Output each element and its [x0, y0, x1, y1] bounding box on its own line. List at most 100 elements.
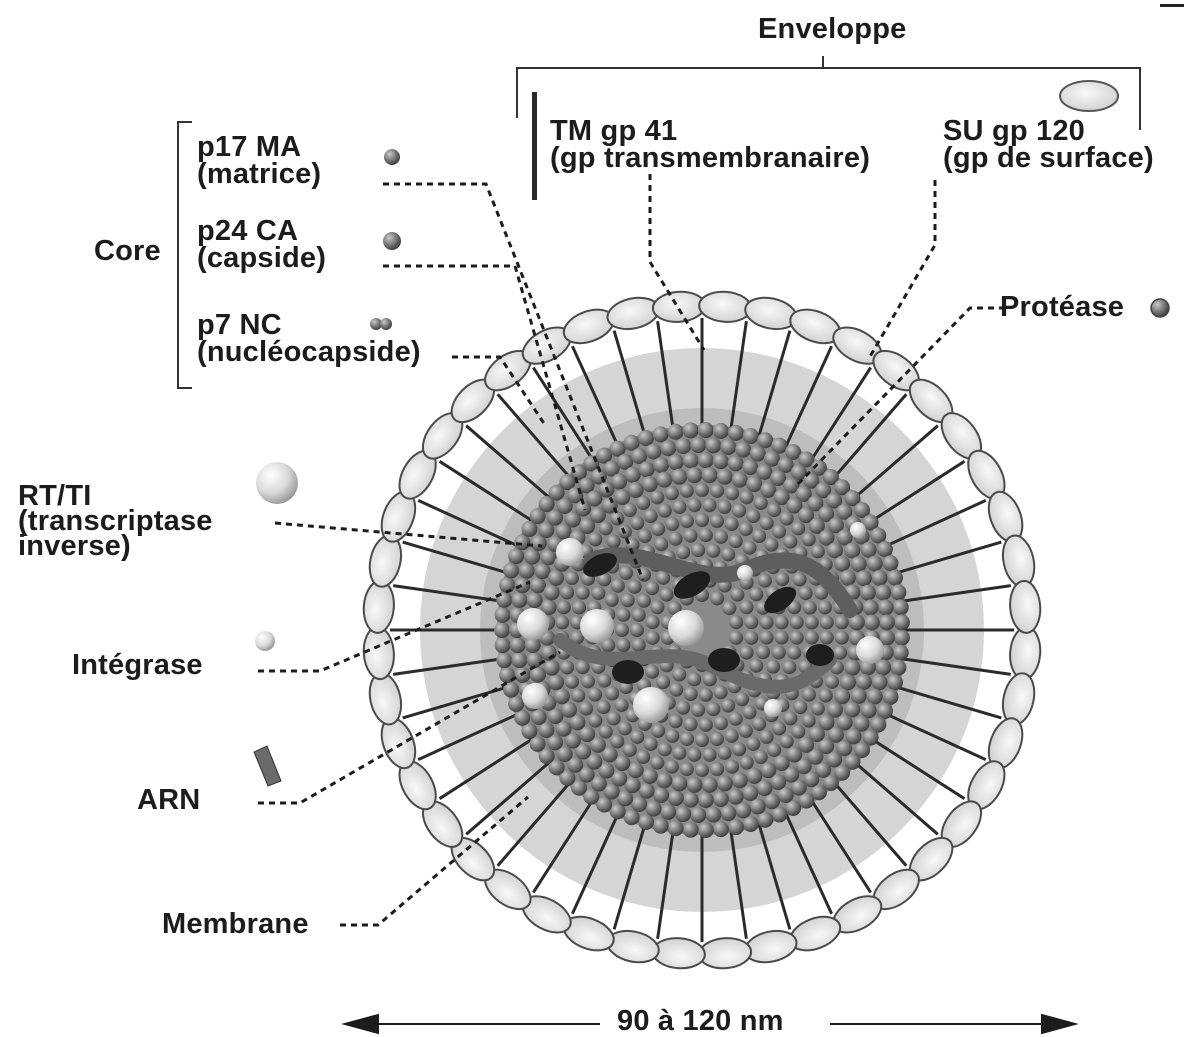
capsid-sphere [548, 570, 564, 586]
capsid-sphere [531, 709, 547, 725]
capsid-sphere [503, 562, 519, 578]
capsid-sphere [820, 615, 834, 629]
capsid-sphere [802, 714, 816, 728]
capsid-sphere [668, 790, 684, 806]
capsid-sphere [683, 792, 699, 808]
label-p17: p17 MA (matrice) [197, 134, 321, 188]
capsid-sphere [887, 570, 903, 586]
capsid-sphere [653, 426, 669, 442]
capsid-sphere [760, 762, 776, 778]
capsid-sphere [510, 637, 526, 653]
capsid-sphere [760, 730, 774, 744]
capsid-sphere [802, 532, 816, 546]
capsid-sphere [811, 702, 825, 716]
capsid-sphere [787, 646, 801, 660]
capsid-sphere [653, 457, 669, 473]
capsid-sphere [791, 725, 805, 739]
enzyme-sphere [633, 687, 669, 723]
capsid-sphere [591, 586, 605, 600]
capsid-sphere [686, 467, 702, 483]
capsid-sphere [819, 689, 833, 703]
capsid-sphere [632, 608, 646, 622]
label-arn-text: ARN [137, 787, 200, 814]
label-integrase: Intégrase [72, 652, 203, 679]
label-membrane-text: Membrane [162, 911, 309, 938]
capsid-sphere [638, 814, 654, 830]
label-p24-line1: p24 CA [197, 218, 326, 245]
integrase-icon [255, 631, 275, 651]
capsid-sphere [699, 528, 713, 542]
capsid-sphere [729, 631, 743, 645]
capsid-sphere [856, 674, 872, 690]
label-su-line1: SU gp 120 [943, 118, 1154, 145]
capsid-sphere [656, 772, 672, 788]
capsid-sphere [675, 806, 691, 822]
capsid-sphere [599, 725, 613, 739]
capsid-sphere [616, 608, 630, 622]
capsid-sphere [746, 509, 760, 523]
capsid-sphere [690, 807, 706, 823]
capsid-sphere [636, 750, 650, 764]
capsid-sphere [894, 630, 910, 646]
capsid-sphere [735, 692, 749, 706]
capsid-sphere [713, 423, 729, 439]
capsid-sphere [766, 660, 780, 674]
capsid-sphere [698, 422, 714, 438]
capsid-sphere [883, 689, 899, 705]
capsid-sphere [754, 750, 768, 764]
capsid-sphere [676, 701, 690, 715]
capsid-sphere [749, 587, 763, 601]
capsid-sphere [680, 732, 694, 746]
capsid-sphere [740, 756, 754, 770]
capsid-sphere [767, 743, 781, 757]
label-protease-text: Protéase [1000, 294, 1124, 321]
capsid-sphere [790, 631, 804, 645]
capsid-sphere [772, 525, 786, 539]
capsid-sphere [818, 600, 832, 614]
capsid-sphere [752, 529, 766, 543]
capsid-sphere [793, 572, 807, 586]
capsid-sphere [597, 700, 611, 714]
capsid-sphere [514, 710, 530, 726]
capsid-sphere [750, 798, 766, 814]
protein-dark [708, 648, 740, 672]
label-p7: p7 NC (nucléocapside) [197, 312, 421, 366]
label-p7-line1: p7 NC [197, 312, 421, 339]
capsid-sphere [856, 570, 872, 586]
capsid-sphere [644, 509, 658, 523]
capsid-sphere [887, 674, 903, 690]
label-su-gp120: SU gp 120 (gp de surface) [943, 118, 1154, 172]
capsid-sphere [867, 688, 883, 704]
capsid-sphere [718, 746, 732, 760]
capsid-sphere [805, 631, 819, 645]
capsid-sphere [524, 549, 540, 565]
capsid-sphere [544, 660, 560, 676]
capsid-sphere [713, 821, 729, 837]
capsid-sphere [623, 503, 637, 517]
capsid-sphere [756, 464, 772, 480]
capsid-sphere [691, 543, 705, 557]
capsid-sphere [695, 483, 709, 497]
capsid-sphere [665, 486, 679, 500]
capsid-sphere [690, 437, 706, 453]
capsid-sphere [780, 734, 794, 748]
capsid-sphere [669, 683, 683, 697]
capsid-sphere [695, 733, 709, 747]
capsid-sphere [864, 614, 880, 630]
capsid-sphere [646, 443, 662, 459]
capsid-sphere [511, 592, 527, 608]
capsid-sphere [775, 631, 789, 645]
label-tm-gp41: TM gp 41 (gp transmembranaire) [550, 118, 870, 172]
capsid-sphere [703, 748, 717, 762]
capsid-sphere [717, 775, 733, 791]
capsid-sphere [646, 615, 660, 629]
capsid-sphere [494, 622, 510, 638]
capsid-sphere [732, 772, 748, 788]
capsid-sphere [732, 742, 746, 756]
capsid-sphere [565, 571, 579, 585]
capsid-sphere [668, 820, 684, 836]
capsid-sphere [687, 498, 701, 512]
core-bracket [178, 122, 192, 388]
capsid-sphere [811, 544, 825, 558]
capsid-sphere [632, 638, 646, 652]
